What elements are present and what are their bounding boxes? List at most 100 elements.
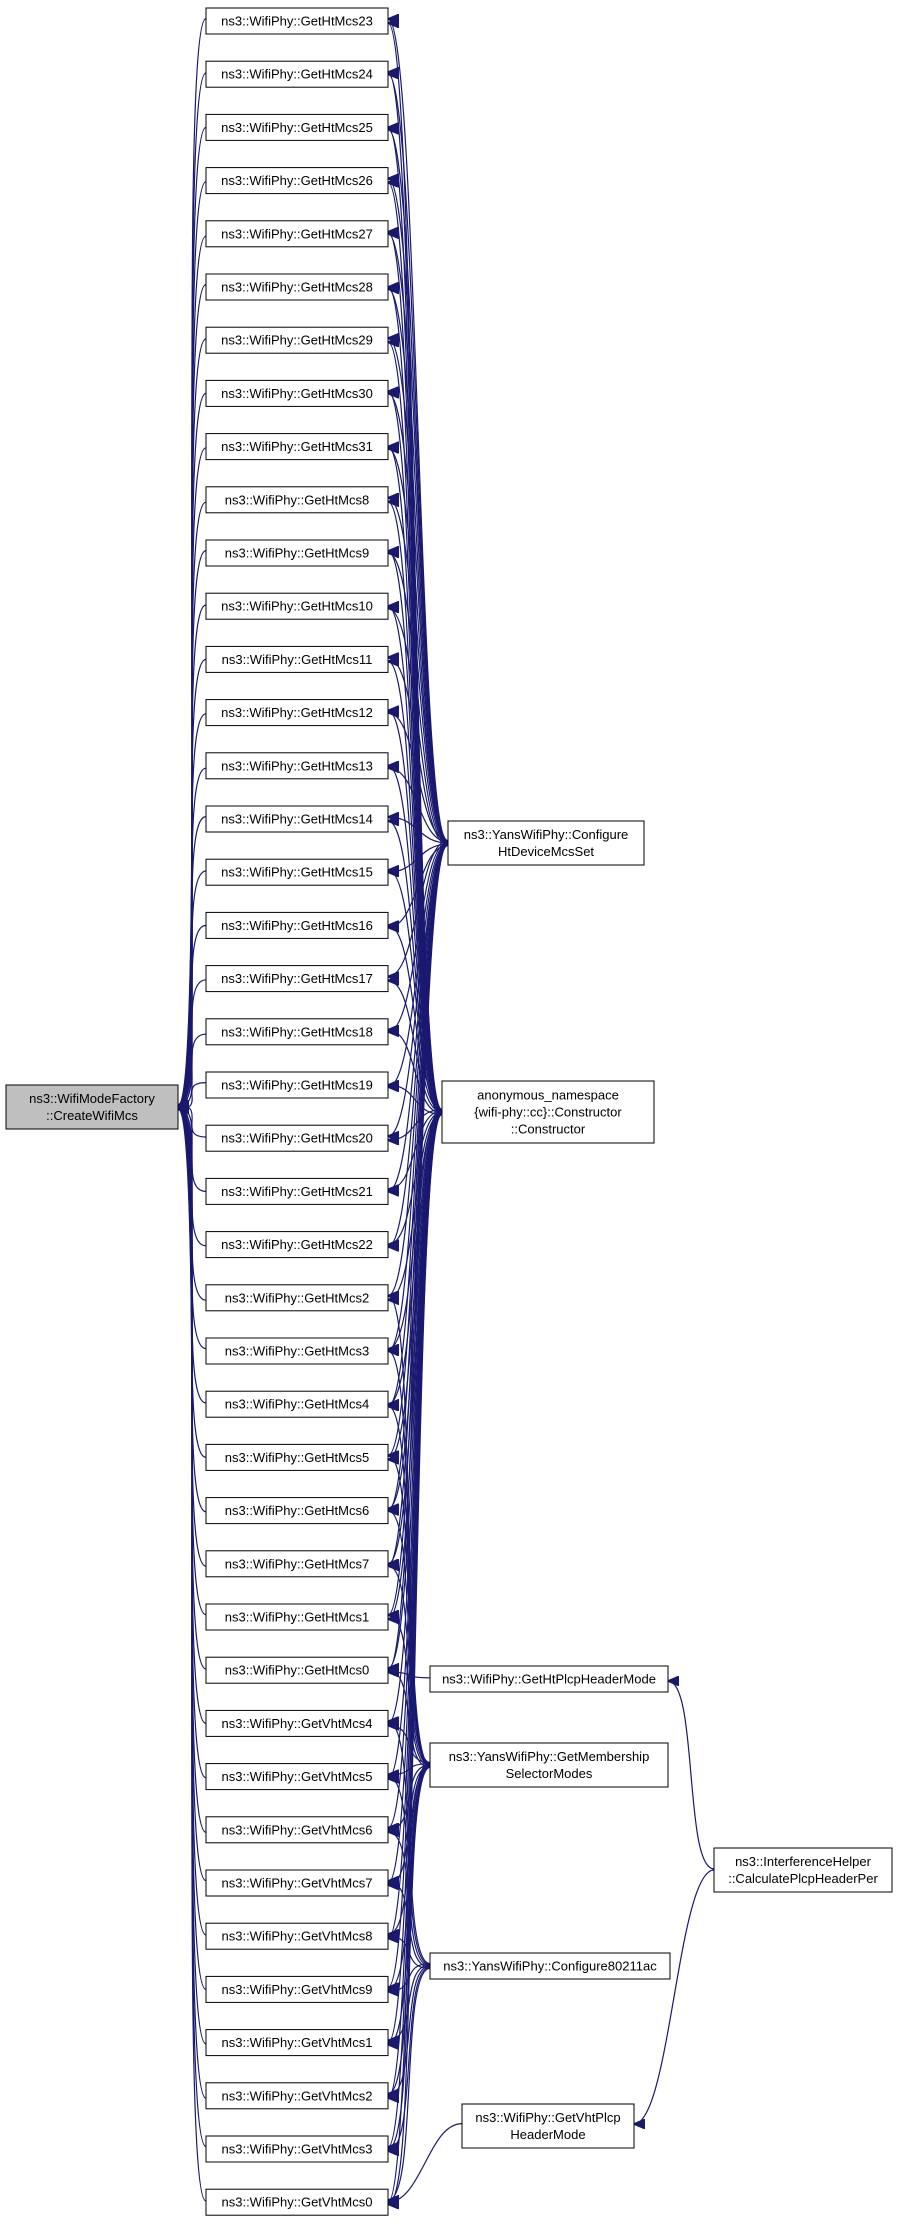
node-vht2[interactable]: ns3::WifiPhy::GetVhtMcs2 [205,2082,389,2110]
node-ht2[interactable]: ns3::WifiPhy::GetHtMcs2 [205,1284,389,1312]
node-ht31[interactable]: ns3::WifiPhy::GetHtMcs31 [205,433,389,461]
call-edge-anon-to-ht15 [388,870,443,1111]
node-ht12[interactable]: ns3::WifiPhy::GetHtMcs12 [205,699,389,727]
node-ht28[interactable]: ns3::WifiPhy::GetHtMcs28 [205,273,389,301]
node-ht1[interactable]: ns3::WifiPhy::GetHtMcs1 [205,1603,389,1631]
node-label: ns3::WifiPhy::GetVhtMcs4 [222,1716,373,1731]
node-ht18[interactable]: ns3::WifiPhy::GetHtMcs18 [205,1018,389,1046]
node-ht4[interactable]: ns3::WifiPhy::GetHtMcs4 [205,1390,389,1418]
call-edge-yansMem-to-ht7 [388,1566,431,1766]
node-yansMem[interactable]: ns3::YansWifiPhy::GetMembershipSelectorM… [429,1742,669,1788]
node-box [205,699,389,727]
node-label: HeaderMode [510,2127,585,2142]
call-edge-ht17-to-create [178,979,207,1105]
node-htPlcp[interactable]: ns3::WifiPhy::GetHtPlcpHeaderMode [429,1665,669,1693]
call-edge-yansHt-to-ht27 [388,234,449,843]
node-yansHt[interactable]: ns3::YansWifiPhy::ConfigureHtDeviceMcsSe… [447,820,645,866]
call-edge-anon-to-ht11 [388,661,443,1112]
node-vht6[interactable]: ns3::WifiPhy::GetVhtMcs6 [205,1816,389,1844]
node-label: ns3::WifiPhy::GetHtMcs8 [225,492,369,507]
call-edge-anon-to-ht12 [388,711,443,1113]
node-box [205,965,389,993]
node-label: ns3::WifiPhy::GetHtMcs26 [221,173,373,188]
node-vht0[interactable]: ns3::WifiPhy::GetVhtMcs0 [205,2188,389,2216]
node-ht22[interactable]: ns3::WifiPhy::GetHtMcs22 [205,1231,389,1259]
node-box [205,2135,389,2163]
node-label: ns3::WifiPhy::GetVhtMcs2 [222,2088,373,2103]
node-anon[interactable]: anonymous_namespace{wifi-phy::cc}::Const… [441,1080,655,1144]
call-edge-vhtPlcp-to-vht0 [388,2123,463,2203]
node-ht23[interactable]: ns3::WifiPhy::GetHtMcs23 [205,7,389,35]
call-edge-anon-to-ht14 [388,821,443,1115]
node-box [205,592,389,620]
node-label: ns3::WifiPhy::GetHtMcs9 [225,546,369,561]
node-ht13[interactable]: ns3::WifiPhy::GetHtMcs13 [205,752,389,780]
call-edge-yans80211ac-to-vht4 [388,1721,431,1965]
node-box [429,1742,669,1788]
node-label: ns3::YansWifiPhy::Configure80211ac [443,1959,657,1974]
node-vht5[interactable]: ns3::WifiPhy::GetVhtMcs5 [205,1763,389,1791]
node-ht15[interactable]: ns3::WifiPhy::GetHtMcs15 [205,858,389,886]
node-label: ns3::WifiPhy::GetVhtMcs5 [222,1769,373,1784]
node-ht6[interactable]: ns3::WifiPhy::GetHtMcs6 [205,1497,389,1525]
node-box [205,433,389,461]
node-box [205,1922,389,1950]
node-vht8[interactable]: ns3::WifiPhy::GetVhtMcs8 [205,1922,389,1950]
node-label: {wifi-phy::cc}::Constructor [474,1105,622,1120]
node-ht30[interactable]: ns3::WifiPhy::GetHtMcs30 [205,379,389,407]
node-ht5[interactable]: ns3::WifiPhy::GetHtMcs5 [205,1443,389,1471]
node-ht21[interactable]: ns3::WifiPhy::GetHtMcs21 [205,1177,389,1205]
node-yans80211ac[interactable]: ns3::YansWifiPhy::Configure80211ac [429,1952,671,1980]
node-ht11[interactable]: ns3::WifiPhy::GetHtMcs11 [205,645,389,673]
node-ht7[interactable]: ns3::WifiPhy::GetHtMcs7 [205,1550,389,1578]
node-box [429,1952,671,1980]
node-ht0[interactable]: ns3::WifiPhy::GetHtMcs0 [205,1656,389,1684]
node-ht17[interactable]: ns3::WifiPhy::GetHtMcs17 [205,965,389,993]
node-ht24[interactable]: ns3::WifiPhy::GetHtMcs24 [205,60,389,88]
node-vht3[interactable]: ns3::WifiPhy::GetVhtMcs3 [205,2135,389,2163]
edges-layer [178,19,715,2205]
node-label: ns3::WifiPhy::GetHtMcs4 [225,1397,369,1412]
node-ht26[interactable]: ns3::WifiPhy::GetHtMcs26 [205,167,389,195]
node-ht3[interactable]: ns3::WifiPhy::GetHtMcs3 [205,1337,389,1365]
node-box [205,805,389,833]
call-edge-yans80211ac-to-vht5 [388,1777,431,1966]
node-vht7[interactable]: ns3::WifiPhy::GetVhtMcs7 [205,1869,389,1897]
node-box [205,273,389,301]
call-edge-yansHt-to-ht29 [388,338,449,845]
call-edge-yansMem-to-ht2 [388,1296,431,1766]
node-vht9[interactable]: ns3::WifiPhy::GetVhtMcs9 [205,1975,389,2003]
node-label: ns3::WifiPhy::GetVhtMcs1 [222,2035,373,2050]
node-ht14[interactable]: ns3::WifiPhy::GetHtMcs14 [205,805,389,833]
node-vht4[interactable]: ns3::WifiPhy::GetVhtMcs4 [205,1709,389,1737]
node-label: ns3::YansWifiPhy::GetMembership [449,1749,650,1764]
node-ht25[interactable]: ns3::WifiPhy::GetHtMcs25 [205,113,389,141]
node-ht19[interactable]: ns3::WifiPhy::GetHtMcs19 [205,1071,389,1099]
node-box [205,1763,389,1791]
node-box [447,820,645,866]
node-label: ::CreateWifiMcs [46,1108,138,1123]
node-ht27[interactable]: ns3::WifiPhy::GetHtMcs27 [205,220,389,248]
node-box [461,2103,635,2149]
nodes-layer: ns3::WifiModeFactory::CreateWifiMcsns3::… [5,7,893,2216]
call-edge-anon-to-ht4 [388,1109,443,1405]
node-label: ::Constructor [511,1122,586,1137]
node-ht20[interactable]: ns3::WifiPhy::GetHtMcs20 [205,1124,389,1152]
call-edge-anon-to-ht16 [388,925,443,1112]
node-ht10[interactable]: ns3::WifiPhy::GetHtMcs10 [205,592,389,620]
node-ht8[interactable]: ns3::WifiPhy::GetHtMcs8 [205,486,389,514]
node-label: ns3::WifiPhy::GetVhtMcs3 [222,2142,373,2157]
node-label: ns3::WifiPhy::GetHtMcs17 [221,971,373,986]
node-ht29[interactable]: ns3::WifiPhy::GetHtMcs29 [205,326,389,354]
node-label: ns3::WifiPhy::GetHtMcs11 [222,652,373,667]
node-vht1[interactable]: ns3::WifiPhy::GetVhtMcs1 [205,2029,389,2057]
node-box [205,2082,389,2110]
node-label: ns3::WifiPhy::GetVhtMcs6 [222,1822,373,1837]
call-edge-yans80211ac-to-vht1 [388,1964,431,2041]
node-ht9[interactable]: ns3::WifiPhy::GetHtMcs9 [205,539,389,567]
node-interf[interactable]: ns3::InterferenceHelper::CalculatePlcpHe… [713,1847,893,1893]
node-ht16[interactable]: ns3::WifiPhy::GetHtMcs16 [205,911,389,939]
call-edge-anon-to-ht6 [388,1111,443,1509]
